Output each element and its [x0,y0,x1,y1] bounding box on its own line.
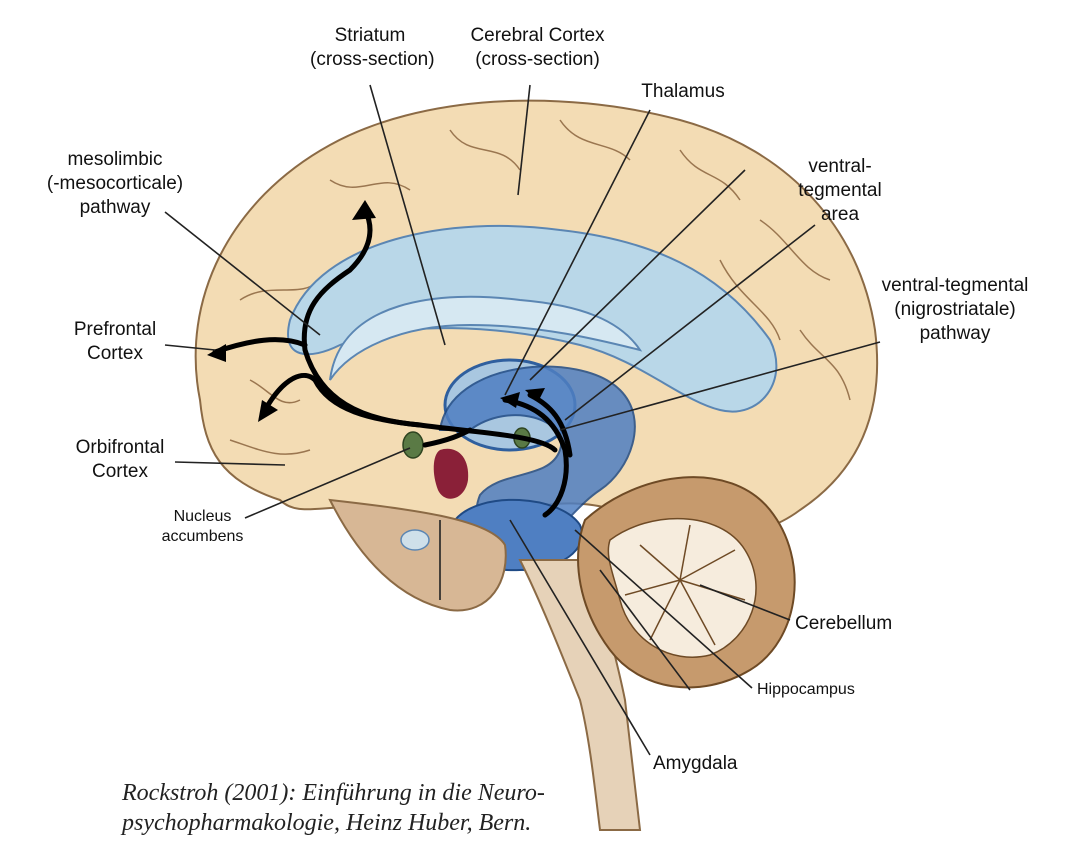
label-orbifrontal: Orbifrontal Cortex [60,436,180,484]
label-vta: ventral- tegmental area [785,155,895,227]
label-hippocampus: Hippocampus [757,680,855,700]
label-thalamus: Thalamus [628,80,738,104]
label-nucleus-accumbens: Nucleus accumbens [145,507,260,547]
label-striatum: Striatum (cross-section) [310,24,430,72]
label-vt-pathway: ventral-tegmental (nigrostriatale) pathw… [860,274,1050,346]
label-cerebral-cortex: Cerebral Cortex (cross-section) [455,24,620,72]
label-amygdala: Amygdala [653,752,738,776]
nucleus-accumbens-shape [403,432,423,458]
label-prefrontal: Prefrontal Cortex [55,318,175,366]
label-mesolimbic: mesolimbic (-mesocorticale) pathway [40,148,190,220]
citation: Rockstroh (2001): Einführung in die Neur… [122,778,545,838]
pituitary [401,530,429,550]
label-cerebellum: Cerebellum [795,612,892,636]
